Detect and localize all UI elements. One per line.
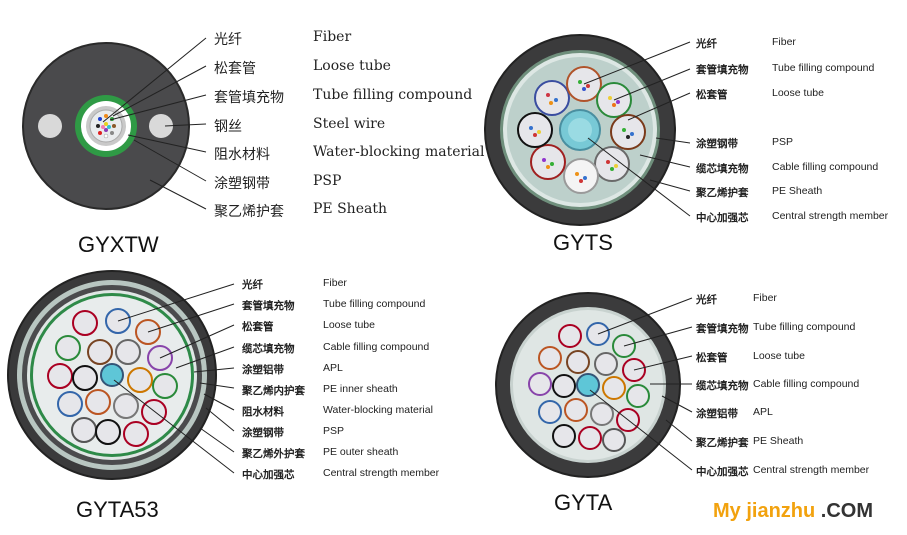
gyta-label-cn: 松套管 bbox=[696, 352, 728, 364]
gyta-label-en: APL bbox=[753, 406, 773, 418]
gyxtw-label-cn: 钢丝 bbox=[214, 119, 242, 135]
panel-gyxtw: 光纤 Fiber 松套管 Loose tube 套管填充物 Tube filli… bbox=[0, 0, 484, 265]
gyta-label-cn: 光纤 bbox=[696, 294, 717, 306]
gyta53-label-en: PE outer sheath bbox=[323, 446, 399, 458]
gyxtw-label-cn: 松套管 bbox=[214, 61, 256, 77]
gyts-label-cn: 套管填充物 bbox=[696, 64, 749, 76]
gyxtw-label-en: Loose tube bbox=[313, 58, 391, 74]
gyta53-label-cn: 聚乙烯外护套 bbox=[242, 448, 305, 460]
gyts-label-cn: 聚乙烯护套 bbox=[696, 187, 749, 199]
gyta53-label-cn: 聚乙烯内护套 bbox=[242, 385, 305, 397]
gyta53-label-en: APL bbox=[323, 362, 343, 374]
watermark: My jianzhu .COM bbox=[713, 500, 873, 523]
panel-gyta53: 光纤 Fiber 套管填充物 Tube filling compound 松套管… bbox=[0, 268, 450, 533]
gyxtw-label-cn: 聚乙烯护套 bbox=[214, 204, 284, 220]
gyts-cross-section bbox=[484, 34, 691, 226]
gyts-label-cn: 缆芯填充物 bbox=[696, 163, 749, 175]
gyta53-label-en: Water-blocking material bbox=[323, 404, 433, 416]
gyts-label-cn: 光纤 bbox=[696, 38, 717, 50]
gyta53-label-en: Tube filling compound bbox=[323, 298, 426, 310]
gyta-label-en: Tube filling compound bbox=[753, 321, 856, 333]
gyxtw-label-en: Steel wire bbox=[313, 116, 386, 132]
gyxtw-label-cn: 涂塑钢带 bbox=[214, 176, 270, 192]
gyts-label-en: PE Sheath bbox=[772, 185, 823, 197]
gyta-cross-section bbox=[495, 292, 693, 478]
gyxtw-label-cn: 光纤 bbox=[214, 32, 242, 48]
gyxtw-label-en: PSP bbox=[313, 173, 342, 189]
gyta53-label-cn: 松套管 bbox=[242, 321, 274, 333]
gyta-label-en: Cable filling compound bbox=[753, 378, 860, 390]
gyta53-label-en: Fiber bbox=[323, 277, 347, 289]
gyxtw-label-en: Fiber bbox=[313, 29, 352, 45]
watermark-domain: .COM bbox=[820, 500, 874, 522]
watermark-brand: My jianzhu bbox=[713, 500, 816, 522]
gyxtw-label-cn: 阻水材料 bbox=[214, 147, 270, 163]
gyta-label-cn: 缆芯填充物 bbox=[696, 380, 749, 392]
gyta-label-cn: 中心加强芯 bbox=[696, 466, 749, 478]
gyta-label-en: PE Sheath bbox=[753, 435, 804, 447]
gyts-label-en: Cable filling compound bbox=[772, 161, 879, 173]
gyxtw-label-en: Tube filling compound bbox=[313, 87, 473, 103]
gyta-label-cn: 涂塑铝带 bbox=[696, 408, 738, 420]
gyta-label-en: Fiber bbox=[753, 292, 777, 304]
gyta53-label-cn: 套管填充物 bbox=[242, 300, 295, 312]
gyta53-label-en: Cable filling compound bbox=[323, 341, 430, 353]
gyts-label-cn: 中心加强芯 bbox=[696, 212, 749, 224]
gyxtw-label-cn: 套管填充物 bbox=[214, 90, 284, 106]
gyts-label-en: Tube filling compound bbox=[772, 62, 875, 74]
gyta53-label-en: Central strength member bbox=[323, 467, 440, 479]
gyts-label-en: PSP bbox=[772, 136, 794, 148]
gyta53-cross-section bbox=[7, 270, 235, 480]
gyta53-label-cn: 涂塑铝带 bbox=[242, 364, 284, 376]
gyxtw-label-en: Water-blocking material bbox=[313, 144, 485, 160]
gyta-title: GYTA bbox=[554, 490, 613, 515]
panel-gyta: 光纤 Fiber 套管填充物 Tube filling compound 松套管… bbox=[480, 280, 900, 530]
gyta53-label-en: PSP bbox=[323, 425, 345, 437]
panel-gyts: 光纤 Fiber 套管填充物 Tube filling compound 松套管… bbox=[480, 20, 900, 265]
gyxtw-title: GYXTW bbox=[78, 232, 159, 257]
gyta-label-cn: 套管填充物 bbox=[696, 323, 749, 335]
gyta-label-cn: 聚乙烯护套 bbox=[696, 437, 749, 449]
gyts-label-en: Central strength member bbox=[772, 210, 889, 222]
gyta53-label-en: Loose tube bbox=[323, 319, 375, 331]
gyts-label-cn: 涂塑钢带 bbox=[696, 138, 738, 150]
gyta53-label-cn: 中心加强芯 bbox=[242, 469, 295, 481]
gyta-label-en: Central strength member bbox=[753, 464, 870, 476]
gyta53-label-en: PE inner sheath bbox=[323, 383, 398, 395]
gyta53-label-cn: 光纤 bbox=[242, 279, 263, 291]
gyts-label-cn: 松套管 bbox=[696, 89, 728, 101]
gyta53-label-cn: 涂塑钢带 bbox=[242, 427, 284, 439]
gyxtw-cross-section bbox=[22, 37, 207, 210]
gyts-title: GYTS bbox=[553, 230, 613, 255]
gyta53-title: GYTA53 bbox=[76, 497, 159, 522]
gyta53-label-cn: 阻水材料 bbox=[242, 406, 284, 418]
gyts-label-en: Fiber bbox=[772, 36, 796, 48]
gyta53-label-cn: 缆芯填充物 bbox=[242, 343, 295, 355]
gyxtw-label-en: PE Sheath bbox=[313, 201, 387, 217]
gyts-label-en: Loose tube bbox=[772, 87, 824, 99]
gyta-label-en: Loose tube bbox=[753, 350, 805, 362]
